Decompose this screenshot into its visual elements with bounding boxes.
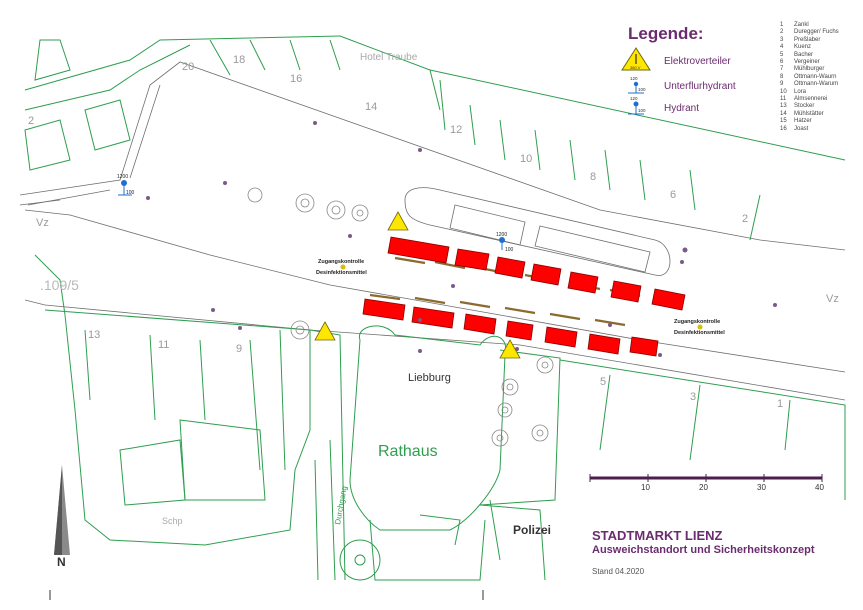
hydrant-sub-west: 100 <box>126 190 135 196</box>
disinfectant-point-east <box>697 324 703 330</box>
map-hydrant <box>118 180 505 250</box>
stall <box>505 320 534 341</box>
disinfectant-label-east: Desinfektionsmittel <box>674 330 725 336</box>
stall <box>629 336 659 357</box>
hydrant-value-west: 1200 <box>117 174 128 180</box>
scale-tick-10: 10 <box>641 483 650 492</box>
plot-label: .109/5 <box>40 277 79 293</box>
hydrant-value-center: 1200 <box>496 232 507 238</box>
stall <box>494 256 526 279</box>
stall <box>587 333 621 355</box>
map-date: Stand 04.2020 <box>592 567 645 576</box>
polizei-label: Polizei <box>513 523 551 537</box>
plot-number: 13 <box>88 329 100 341</box>
legend-hydrant-icon: 120 100 <box>628 96 646 115</box>
svg-text:100: 100 <box>638 87 646 92</box>
plot-number: 6 <box>670 189 676 201</box>
hydrant-sub-center: 100 <box>505 247 514 253</box>
plot-number: 20 <box>182 61 194 73</box>
market-stalls <box>362 236 686 357</box>
schp-label: Schp <box>162 516 183 526</box>
stall <box>544 326 578 348</box>
plot-number: 10 <box>520 153 532 165</box>
map-subtitle: Ausweichstandort und Sicherheitskonzept <box>592 544 815 556</box>
trees <box>247 187 554 447</box>
utility-points <box>146 121 777 357</box>
map-title: STADTMARKT LIENZ <box>592 528 723 543</box>
durchgang-label: Durchgang <box>333 485 349 525</box>
svg-text:380 V: 380 V <box>630 65 641 70</box>
plot-number: 8 <box>590 171 596 183</box>
svg-text:100: 100 <box>638 108 646 113</box>
scale-bar: 10 20 30 40 <box>589 474 824 492</box>
access-control-label-east: Zugangskontrolle <box>674 319 720 325</box>
rathaus-label: Rathaus <box>378 443 438 460</box>
liebburg-label: Liebburg <box>408 372 451 384</box>
building-outlines <box>24 35 846 581</box>
scale-tick-40: 40 <box>815 483 824 492</box>
legend-electric-icon: 380 V <box>621 47 651 71</box>
svg-text:120: 120 <box>630 76 638 81</box>
stall <box>651 288 686 311</box>
plot-number: 2 <box>28 115 34 127</box>
plot-number: 11 <box>158 339 169 351</box>
plot-number: 16 <box>290 73 302 85</box>
map-electric-distributor <box>314 211 521 359</box>
hotel-label: Hotel Traube <box>360 52 418 63</box>
plot-number: 2 <box>742 213 748 225</box>
plot-number: 18 <box>233 54 245 66</box>
stall <box>411 306 455 329</box>
plot-number: 14 <box>365 101 377 113</box>
plot-number: 3 <box>690 391 696 403</box>
plot-number: 12 <box>450 124 462 136</box>
disinfectant-point <box>340 264 346 270</box>
plot-number: 5 <box>600 376 606 388</box>
stall <box>610 280 642 303</box>
legend-title: Legende: <box>628 24 704 43</box>
north-label: N <box>57 555 66 569</box>
stall <box>463 313 497 335</box>
stall <box>567 271 599 294</box>
disinfectant-label: Desinfektionsmittel <box>316 270 367 276</box>
svg-text:120: 120 <box>630 96 638 101</box>
stall <box>362 298 406 321</box>
scale-tick-30: 30 <box>757 483 766 492</box>
street-outlines <box>19 61 846 401</box>
plot-number: 1 <box>777 398 783 410</box>
stall <box>530 263 562 286</box>
plot-number: 9 <box>236 343 242 355</box>
plot-number: Vz <box>826 293 839 305</box>
stall <box>387 236 450 264</box>
legend-underground-hydrant-icon: 120 100 <box>628 76 646 94</box>
access-control-label: Zugangskontrolle <box>318 259 364 265</box>
plot-number: Vz <box>36 217 49 229</box>
scale-tick-20: 20 <box>699 483 708 492</box>
north-arrow: N <box>54 465 70 569</box>
stall <box>454 248 490 271</box>
